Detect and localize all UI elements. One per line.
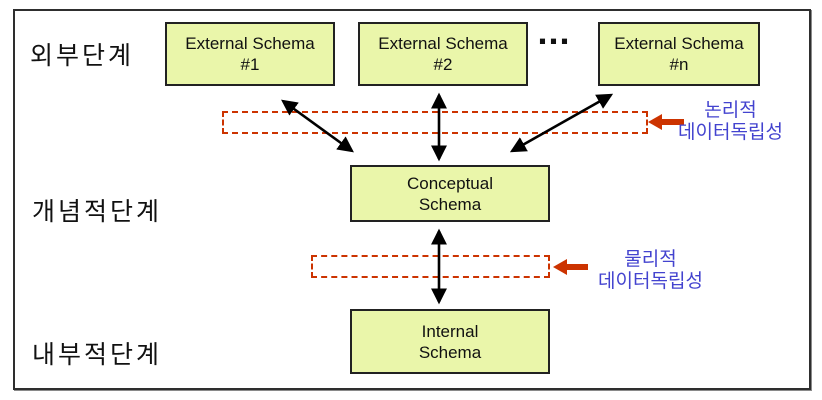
conceptual-schema-box: Conceptual Schema xyxy=(350,165,550,222)
external-schemas-ellipsis: ... xyxy=(537,11,571,52)
internal-schema-title-line1: Internal xyxy=(421,321,479,341)
external-schema-1-box: External Schema #1 xyxy=(165,22,335,86)
physical-independence-label-line1: 물리적 xyxy=(624,249,677,270)
external-schema-n-number: #n xyxy=(669,55,689,74)
external-schema-n-title: External Schema xyxy=(614,34,744,53)
level-label-conceptual: 개념적단계 xyxy=(32,198,163,226)
external-schema-1-title: External Schema xyxy=(185,34,315,53)
logical-independence-label-line2: 데이터독립성 xyxy=(678,122,783,143)
physical-independence-dashed-zone xyxy=(311,255,550,278)
level-label-internal: 내부적단계 xyxy=(32,341,163,369)
external-schema-2-number: #2 xyxy=(433,55,453,74)
external-schema-n-box: External Schema #n xyxy=(598,22,760,86)
internal-schema-title-line2: Schema xyxy=(418,342,482,362)
logical-independence-label: 논리적 데이터독립성 xyxy=(668,100,793,144)
external-schema-2-box: External Schema #2 xyxy=(358,22,528,86)
internal-schema-box: Internal Schema xyxy=(350,309,550,374)
logical-independence-dashed-zone xyxy=(222,111,648,134)
external-schema-2-title: External Schema xyxy=(378,34,508,53)
conceptual-schema-title-line1: Conceptual xyxy=(406,173,493,193)
logical-independence-label-line1: 논리적 xyxy=(704,100,757,121)
conceptual-schema-title-line2: Schema xyxy=(418,194,482,214)
external-schema-1-number: #1 xyxy=(240,55,260,74)
physical-independence-label: 물리적 데이터독립성 xyxy=(588,249,713,293)
level-label-external: 외부단계 xyxy=(30,42,135,70)
physical-independence-label-line2: 데이터독립성 xyxy=(598,271,703,292)
